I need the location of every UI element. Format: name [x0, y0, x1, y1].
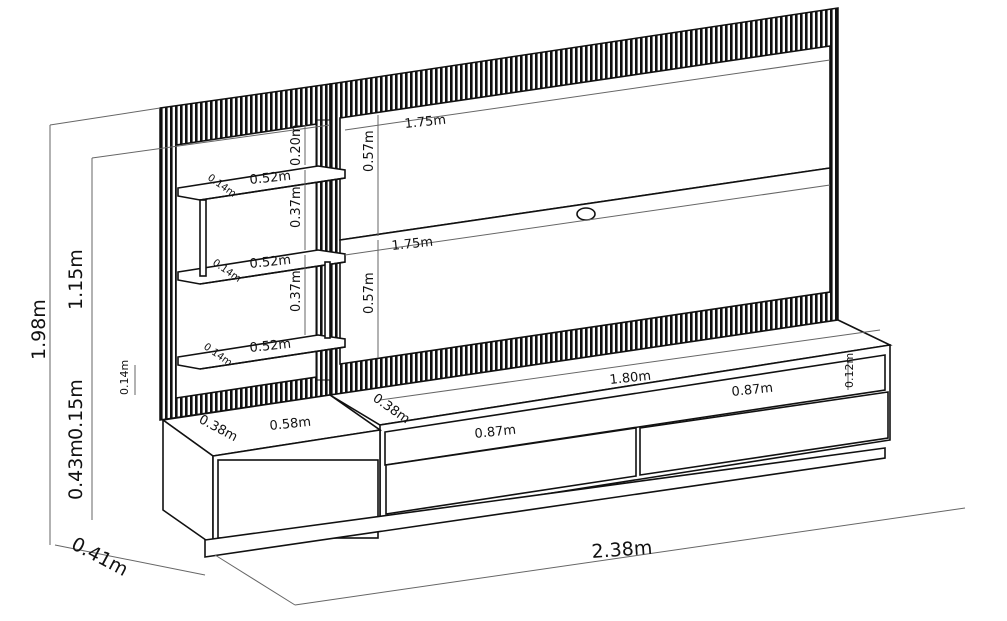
label-total-height: 1.98m	[28, 299, 50, 360]
dimension-lines	[49, 59, 966, 606]
label-shelf-gap-1: 0.37m	[289, 186, 304, 228]
label-bottom-shelf-gap: 0.14m	[118, 360, 131, 395]
label-drawer-width-1: 0.87m	[474, 423, 517, 442]
label-gap-height: 0.15m	[65, 379, 87, 440]
shelf-post-2	[324, 261, 331, 339]
label-panel-height: 1.15m	[65, 249, 87, 310]
label-left-cabinet-width: 0.58m	[269, 415, 312, 434]
label-total-width: 2.38m	[591, 537, 653, 563]
plinth	[204, 447, 886, 558]
shelves	[177, 165, 346, 370]
label-shelf-gap-2: 0.37m	[289, 270, 304, 312]
label-niche-height: 0.12m	[843, 353, 856, 388]
drawer-1	[385, 427, 637, 515]
base-cabinets	[160, 319, 893, 558]
label-panel-upper-width: 1.75m	[404, 113, 447, 132]
niche	[384, 354, 886, 466]
label-shelf-top-gap: 0.20m	[289, 124, 304, 166]
label-shelf-width-3: 0.52m	[249, 337, 292, 356]
label-depth: 0.41m	[68, 533, 132, 581]
label-panel-lower-width: 1.75m	[391, 235, 434, 254]
label-rack-width: 1.80m	[609, 369, 652, 388]
main-panel	[329, 7, 839, 396]
label-panel-lower-height: 0.57m	[362, 272, 377, 314]
label-panel-upper-height: 0.57m	[362, 130, 377, 172]
label-drawer-width-2: 0.87m	[731, 381, 774, 400]
shelf-post-1	[199, 199, 207, 277]
tv-panel-lower	[339, 167, 831, 365]
label-shelf-width-2: 0.52m	[249, 253, 292, 272]
label-base-height: 0.43m	[65, 439, 87, 500]
drawer-2	[639, 391, 889, 476]
label-shelf-width-1: 0.52m	[249, 169, 292, 188]
cable-hole	[576, 207, 596, 221]
